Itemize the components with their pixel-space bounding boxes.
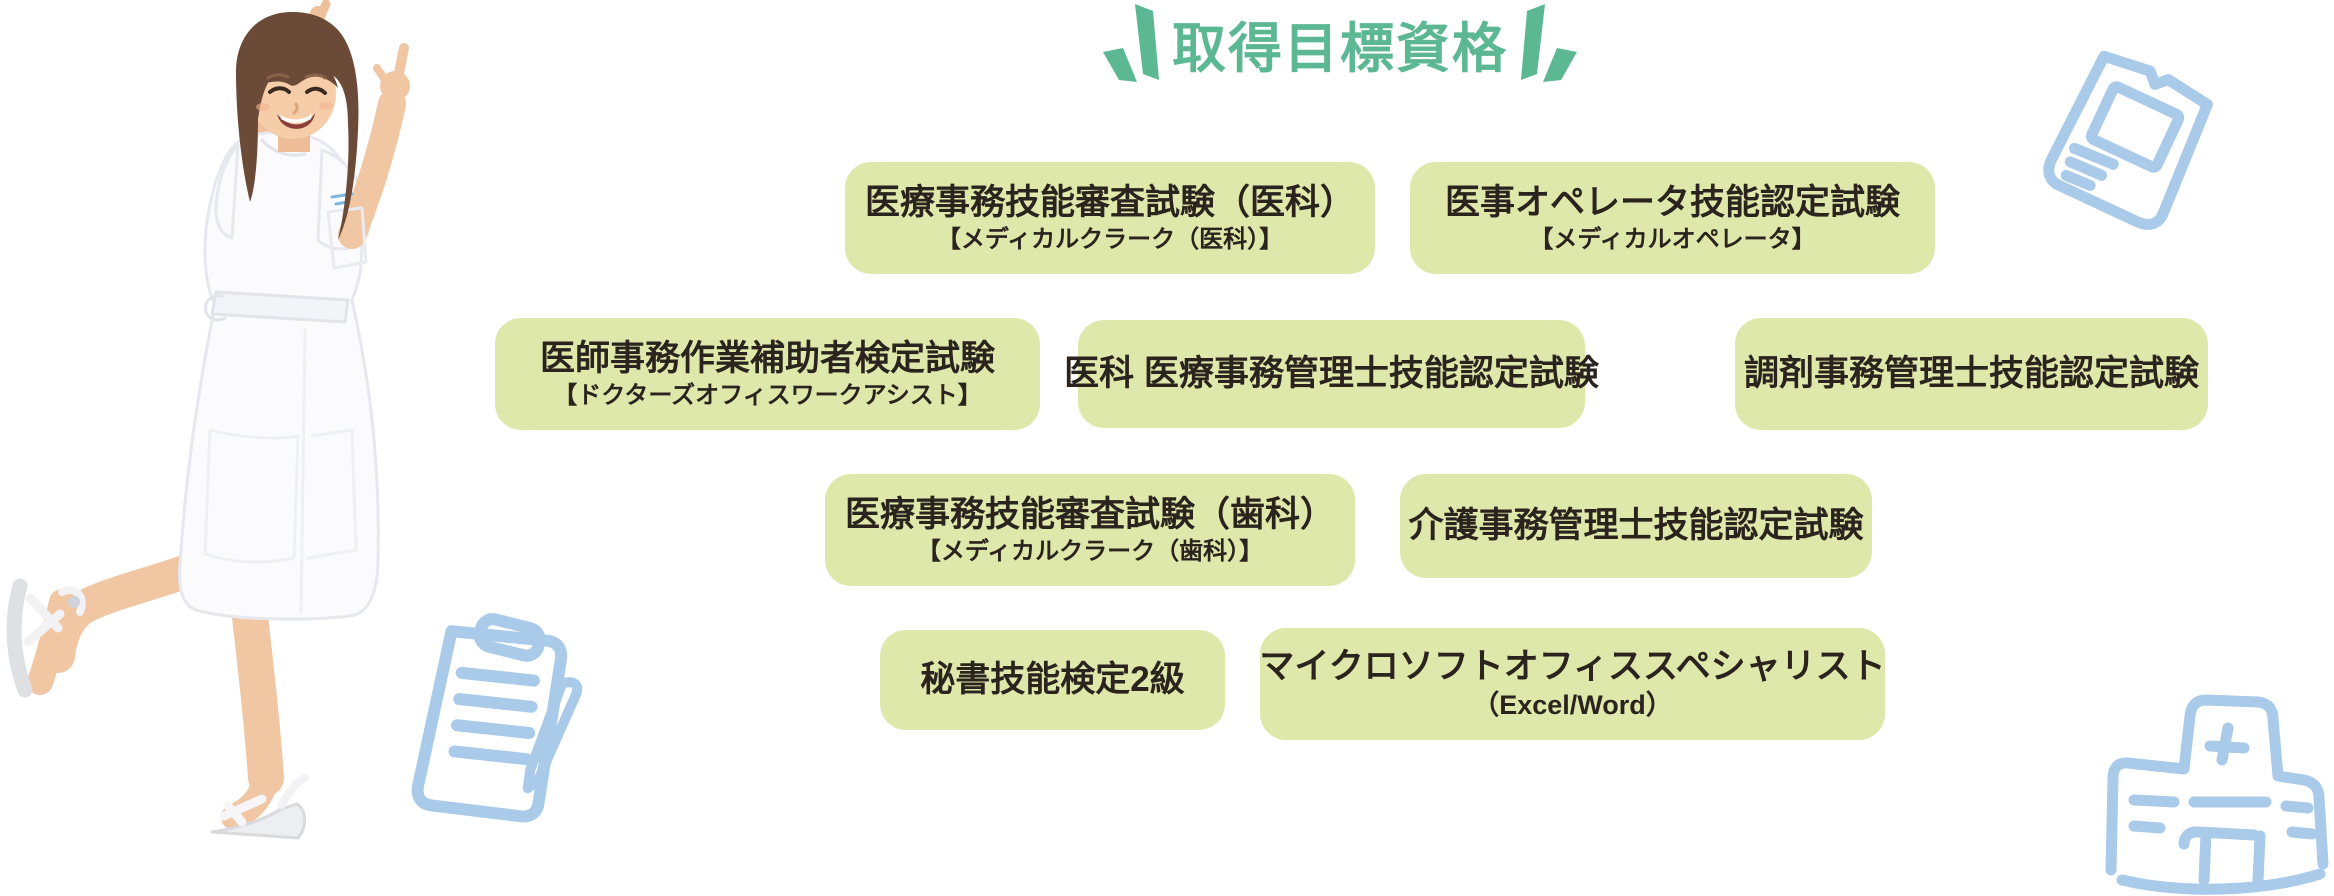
qualification-title: 医師事務作業補助者検定試験 (539, 338, 995, 378)
hospital-doodle-icon (2105, 694, 2329, 895)
qualification-subtitle: 【ドクターズオフィスワークアシスト】 (553, 382, 982, 410)
nurse-photo (6, 0, 410, 840)
qualification-badge: 調剤事務管理士技能認定試験 (1735, 318, 2208, 430)
qualification-badge: 医師事務作業補助者検定試験 【ドクターズオフィスワークアシスト】 (495, 318, 1040, 430)
qualification-badge: マイクロソフトオフィススペシャリスト （Excel/Word） (1259, 628, 1886, 740)
qualification-badge: 秘書技能検定2級 (880, 630, 1225, 730)
section-title-block: 取得目標資格 (1095, 0, 1595, 86)
qualification-badge: 医療事務技能審査試験（歯科） 【メディカルクラーク（歯科）】 (825, 474, 1355, 586)
qualification-title: 調剤事務管理士技能認定試験 (1743, 354, 2199, 394)
qualification-title: 医療事務技能審査試験（医科） (864, 182, 1355, 222)
page-title: 取得目標資格 (1172, 19, 1508, 79)
clipboard-pen-doodle-icon (411, 613, 583, 823)
qualification-badge: 医療事務技能審査試験（医科） 【メディカルクラーク（医科）】 (845, 162, 1375, 274)
qualification-title: 秘書技能検定2級 (920, 660, 1185, 700)
qualification-badge: 医科 医療事務管理士技能認定試験 (1064, 320, 1599, 428)
qualification-title: 介護事務管理士技能認定試験 (1408, 506, 1864, 546)
qualification-subtitle: 【メディカルクラーク（歯科）】 (916, 538, 1264, 566)
computer-doodle-icon (2043, 50, 2213, 230)
qualification-title: 医科 医療事務管理士技能認定試験 (1064, 354, 1599, 394)
qualification-subtitle: 【メディカルクラーク（医科）】 (936, 226, 1284, 254)
qualification-subtitle: 【メディカルオペレータ】 (1529, 226, 1816, 254)
emphasis-lines-left-icon (1103, 4, 1159, 82)
qualification-title: マイクロソフトオフィススペシャリスト (1259, 646, 1886, 686)
qualification-subtitle: （Excel/Word） (1472, 690, 1673, 721)
qualification-badge: 介護事務管理士技能認定試験 (1400, 474, 1872, 578)
qualification-badge: 医事オペレータ技能認定試験 【メディカルオペレータ】 (1410, 162, 1935, 274)
qualification-title: 医事オペレータ技能認定試験 (1444, 182, 1900, 222)
emphasis-lines-right-icon (1521, 4, 1577, 82)
qualification-title: 医療事務技能審査試験（歯科） (844, 494, 1335, 534)
